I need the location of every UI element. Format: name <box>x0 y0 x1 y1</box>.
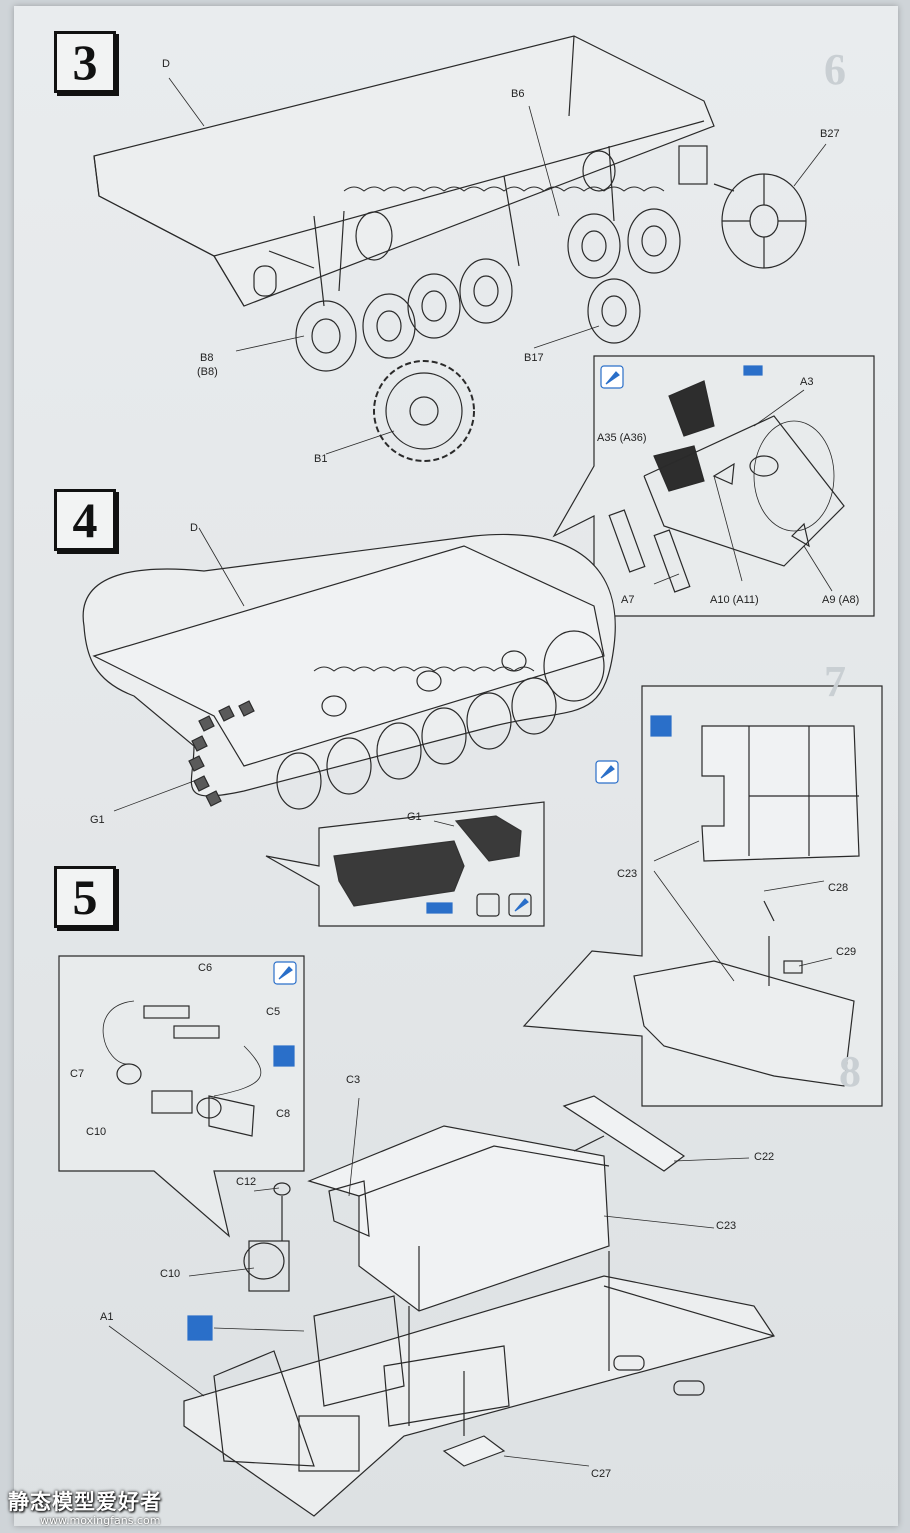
step3-hull-drawing <box>93 35 827 462</box>
label-C23-inset: C23 <box>617 868 638 880</box>
label-D-step4: D <box>190 522 198 534</box>
label-A3: A3 <box>800 376 814 388</box>
label-B8-alt: (B8) <box>197 366 218 378</box>
label-A9: A9 (A8) <box>822 594 860 606</box>
label-C22: C22 <box>754 1151 775 1163</box>
step4-tracked-hull <box>82 527 616 812</box>
ghost-number-8: 8 <box>839 1047 861 1096</box>
label-B8: B8 <box>200 352 214 364</box>
watermark-url: www.moxingfans.com <box>40 1514 161 1527</box>
label-A10: A10 (A11) <box>710 594 759 606</box>
instruction-sheet: 6 7 8 3 4 5 D B6 B27 B8 (B8) B17 B1 A3 A… <box>14 6 898 1526</box>
ghost-number-7: 7 <box>824 657 846 706</box>
label-C6: C6 <box>198 962 213 974</box>
label-B17: B17 <box>524 352 544 364</box>
step5-main-assembly <box>108 1095 775 1517</box>
assembly-drawings <box>58 35 883 1517</box>
step-3-number: 3 <box>54 31 116 93</box>
label-A35: A35 (A36) <box>597 432 647 444</box>
step3-inset <box>552 355 875 617</box>
label-A1: A1 <box>100 1311 114 1323</box>
watermark-title: 静态模型爱好者 <box>8 1490 162 1514</box>
label-C7: C7 <box>70 1068 85 1080</box>
label-A7: A7 <box>621 594 635 606</box>
label-G1-inset: G1 <box>407 811 422 823</box>
label-B1: B1 <box>314 453 328 465</box>
label-C10: C10 <box>160 1268 181 1280</box>
label-C28: C28 <box>828 882 849 894</box>
label-C12: C12 <box>236 1176 257 1188</box>
label-C29: C29 <box>836 946 857 958</box>
label-C27: C27 <box>591 1468 612 1480</box>
label-B27: B27 <box>820 128 840 140</box>
step5-right-inset <box>522 685 883 1107</box>
label-C3: C3 <box>346 1074 361 1086</box>
label-B6: B6 <box>511 88 525 100</box>
label-G1: G1 <box>90 814 105 826</box>
step5-left-inset <box>58 955 305 1238</box>
ghost-number-6: 6 <box>824 45 846 94</box>
label-C5: C5 <box>266 1006 281 1018</box>
label-C10-inset: C10 <box>86 1126 107 1138</box>
label-C8: C8 <box>276 1108 291 1120</box>
step-4-number: 4 <box>54 489 116 551</box>
step-5-number: 5 <box>54 866 116 928</box>
step4-inset <box>265 801 545 927</box>
label-C23: C23 <box>716 1220 737 1232</box>
label-D-step3: D <box>162 58 170 70</box>
